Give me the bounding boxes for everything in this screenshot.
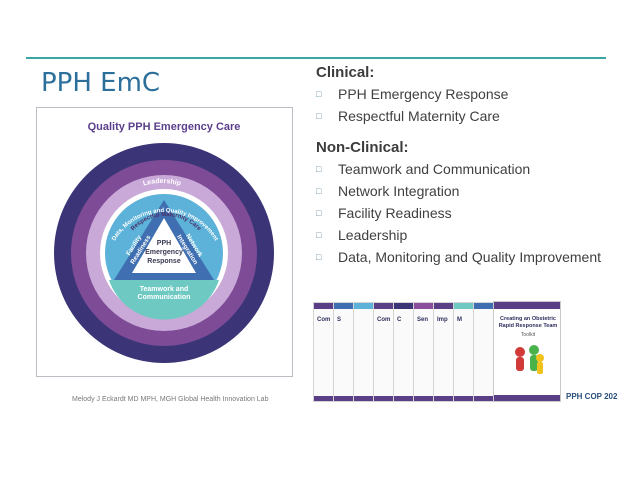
bullet-panel: Clinical: □ PPH Emergency Response □ Res… [316, 64, 616, 270]
non-clinical-item-label: Network Integration [338, 183, 460, 199]
teamwork-line1: Teamwork and [140, 286, 189, 293]
non-clinical-item: □ Data, Monitoring and Quality Improveme… [316, 248, 616, 266]
teamwork-segment [109, 280, 219, 320]
non-clinical-item-label: Leadership [338, 227, 408, 243]
clinical-item: □ Respectful Maternity Care [316, 107, 616, 125]
bullet-marker-icon: □ [316, 164, 322, 174]
quality-care-diagram: Quality PPH Emergency Care Leadership Da… [36, 107, 293, 377]
non-clinical-item-label: Data, Monitoring and Quality Improvement [338, 249, 602, 265]
non-clinical-item-label: Teamwork and Communication [338, 161, 531, 177]
slide-title: PPH EmC [41, 68, 161, 98]
footer-page-label: PPH COP 202 [566, 392, 618, 401]
toolkit-subtitle: Toolkit [520, 332, 536, 338]
top-rule [26, 57, 606, 59]
diagram-heading: Quality PPH Emergency Care [88, 121, 241, 133]
bullet-marker-icon: □ [316, 111, 322, 121]
non-clinical-item-label: Facility Readiness [338, 205, 452, 221]
toolkit-covers: Com S Com C Sen Imp M [313, 302, 561, 402]
center-triangle [132, 218, 196, 273]
bullet-marker-icon: □ [316, 208, 322, 218]
toolkit-title: Creating an Obstetric Rapid Response Tea… [498, 316, 558, 329]
non-clinical-item: □ Teamwork and Communication [316, 160, 616, 178]
rapid-response-toolkit-cover: Creating an Obstetric Rapid Response Tea… [493, 301, 561, 402]
center-line2: Emergency [145, 249, 183, 256]
clinical-item: □ PPH Emergency Response [316, 85, 616, 103]
non-clinical-item: □ Facility Readiness [316, 204, 616, 222]
teamwork-line2: Communication [138, 294, 191, 301]
diagram-svg: Quality PPH Emergency Care Leadership Da… [54, 121, 274, 363]
ring-leadership-label: Leadership [142, 178, 181, 188]
center-line1: PPH [157, 240, 171, 247]
non-clinical-item: □ Leadership [316, 226, 616, 244]
bullet-marker-icon: □ [316, 89, 322, 99]
footer-attribution: Melody J Eckardt MD MPH, MGH Global Heal… [72, 396, 269, 403]
non-clinical-heading: Non-Clinical: [316, 139, 409, 156]
bullet-marker-icon: □ [316, 252, 322, 262]
clinical-item-label: PPH Emergency Response [338, 86, 509, 102]
clinical-item-label: Respectful Maternity Care [338, 108, 500, 124]
toolkit-cover [473, 302, 495, 402]
figures-icon [515, 345, 544, 374]
clinical-heading: Clinical: [316, 64, 375, 81]
center-line3: Response [147, 258, 181, 265]
bullet-marker-icon: □ [316, 186, 322, 196]
bullet-marker-icon: □ [316, 230, 322, 240]
non-clinical-item: □ Network Integration [316, 182, 616, 200]
